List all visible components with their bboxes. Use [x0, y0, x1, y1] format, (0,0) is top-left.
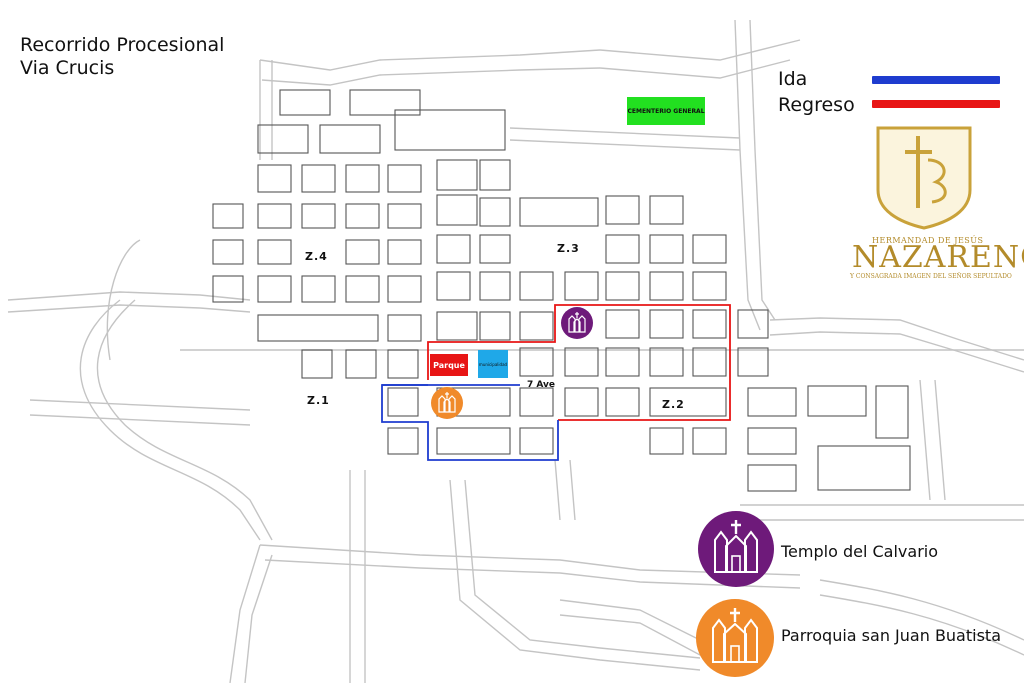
municipalidad-label: municipalidad — [478, 361, 508, 367]
route-ida — [381, 384, 559, 461]
map-title-line1: Recorrido Procesional — [20, 34, 225, 56]
legend-regreso-line — [872, 100, 1000, 108]
parque: Parque — [430, 354, 468, 376]
city-blocks — [212, 89, 911, 492]
legend-ida-label: Ida — [778, 68, 808, 90]
zone-4-label: Z.4 — [305, 250, 328, 263]
parque-label: Parque — [433, 360, 465, 370]
logo-hermandad-text: HERMANDAD DE JESÚS — [872, 236, 984, 245]
road-network — [7, 19, 1024, 683]
street-7-ave-label: 7 Ave — [527, 380, 556, 390]
cementerio-label: CEMENTERIO GENERAL — [627, 107, 705, 115]
map-title-line2: Via Crucis — [20, 57, 115, 79]
legend-regreso-label: Regreso — [778, 94, 855, 116]
legend-ida-line — [872, 76, 1000, 84]
parroquia-map-marker-icon — [431, 387, 463, 419]
municipalidad: municipalidad — [478, 350, 508, 378]
route-regreso — [427, 304, 731, 421]
calvario-map-marker-icon — [561, 307, 593, 339]
calvario-church-icon — [698, 511, 774, 587]
parroquia-label: Parroquia san Juan Buatista — [781, 626, 1001, 645]
map-title: Recorrido Procesional Via Crucis — [20, 34, 224, 80]
zone-3-label: Z.3 — [557, 242, 580, 255]
parroquia-church-icon — [696, 599, 774, 677]
zone-2-label: Z.2 — [662, 398, 685, 411]
logo-nazareno-text: NAZARENO — [852, 240, 1024, 275]
cementerio-general: CEMENTERIO GENERAL — [627, 97, 705, 125]
logo-subtitle-text: Y CONSAGRADA IMAGEN DEL SEÑOR SEPULTADO — [850, 273, 1012, 280]
zone-1-label: Z.1 — [307, 394, 330, 407]
nazareno-logo-emblem — [876, 126, 972, 230]
calvario-label: Templo del Calvario — [781, 542, 938, 561]
